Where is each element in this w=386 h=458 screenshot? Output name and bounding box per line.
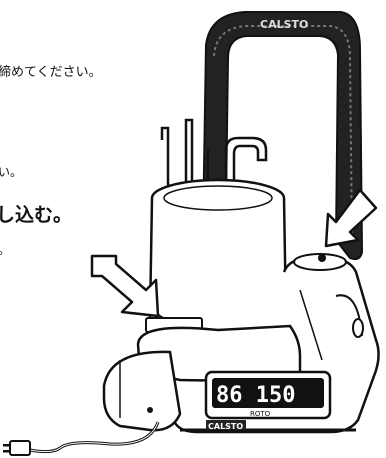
arrow-icon: [90, 254, 160, 318]
instruction-line-2: い。: [0, 165, 23, 179]
plug-icon: [3, 440, 31, 456]
instruction-line-4: 。: [0, 244, 10, 256]
instruction-heading: し込む。: [0, 204, 73, 226]
digital-readout: 86 150: [216, 383, 295, 408]
control-panel: 86 150 ROTO CALSTO: [204, 370, 332, 431]
arrow-icon: [324, 188, 378, 248]
svg-text:CALSTO: CALSTO: [260, 18, 308, 31]
display-caption: ROTO: [250, 410, 271, 418]
instruction-line-1: 締めてください。: [0, 65, 102, 80]
svg-text:CALSTO: CALSTO: [208, 422, 243, 431]
power-cord: [3, 407, 160, 456]
